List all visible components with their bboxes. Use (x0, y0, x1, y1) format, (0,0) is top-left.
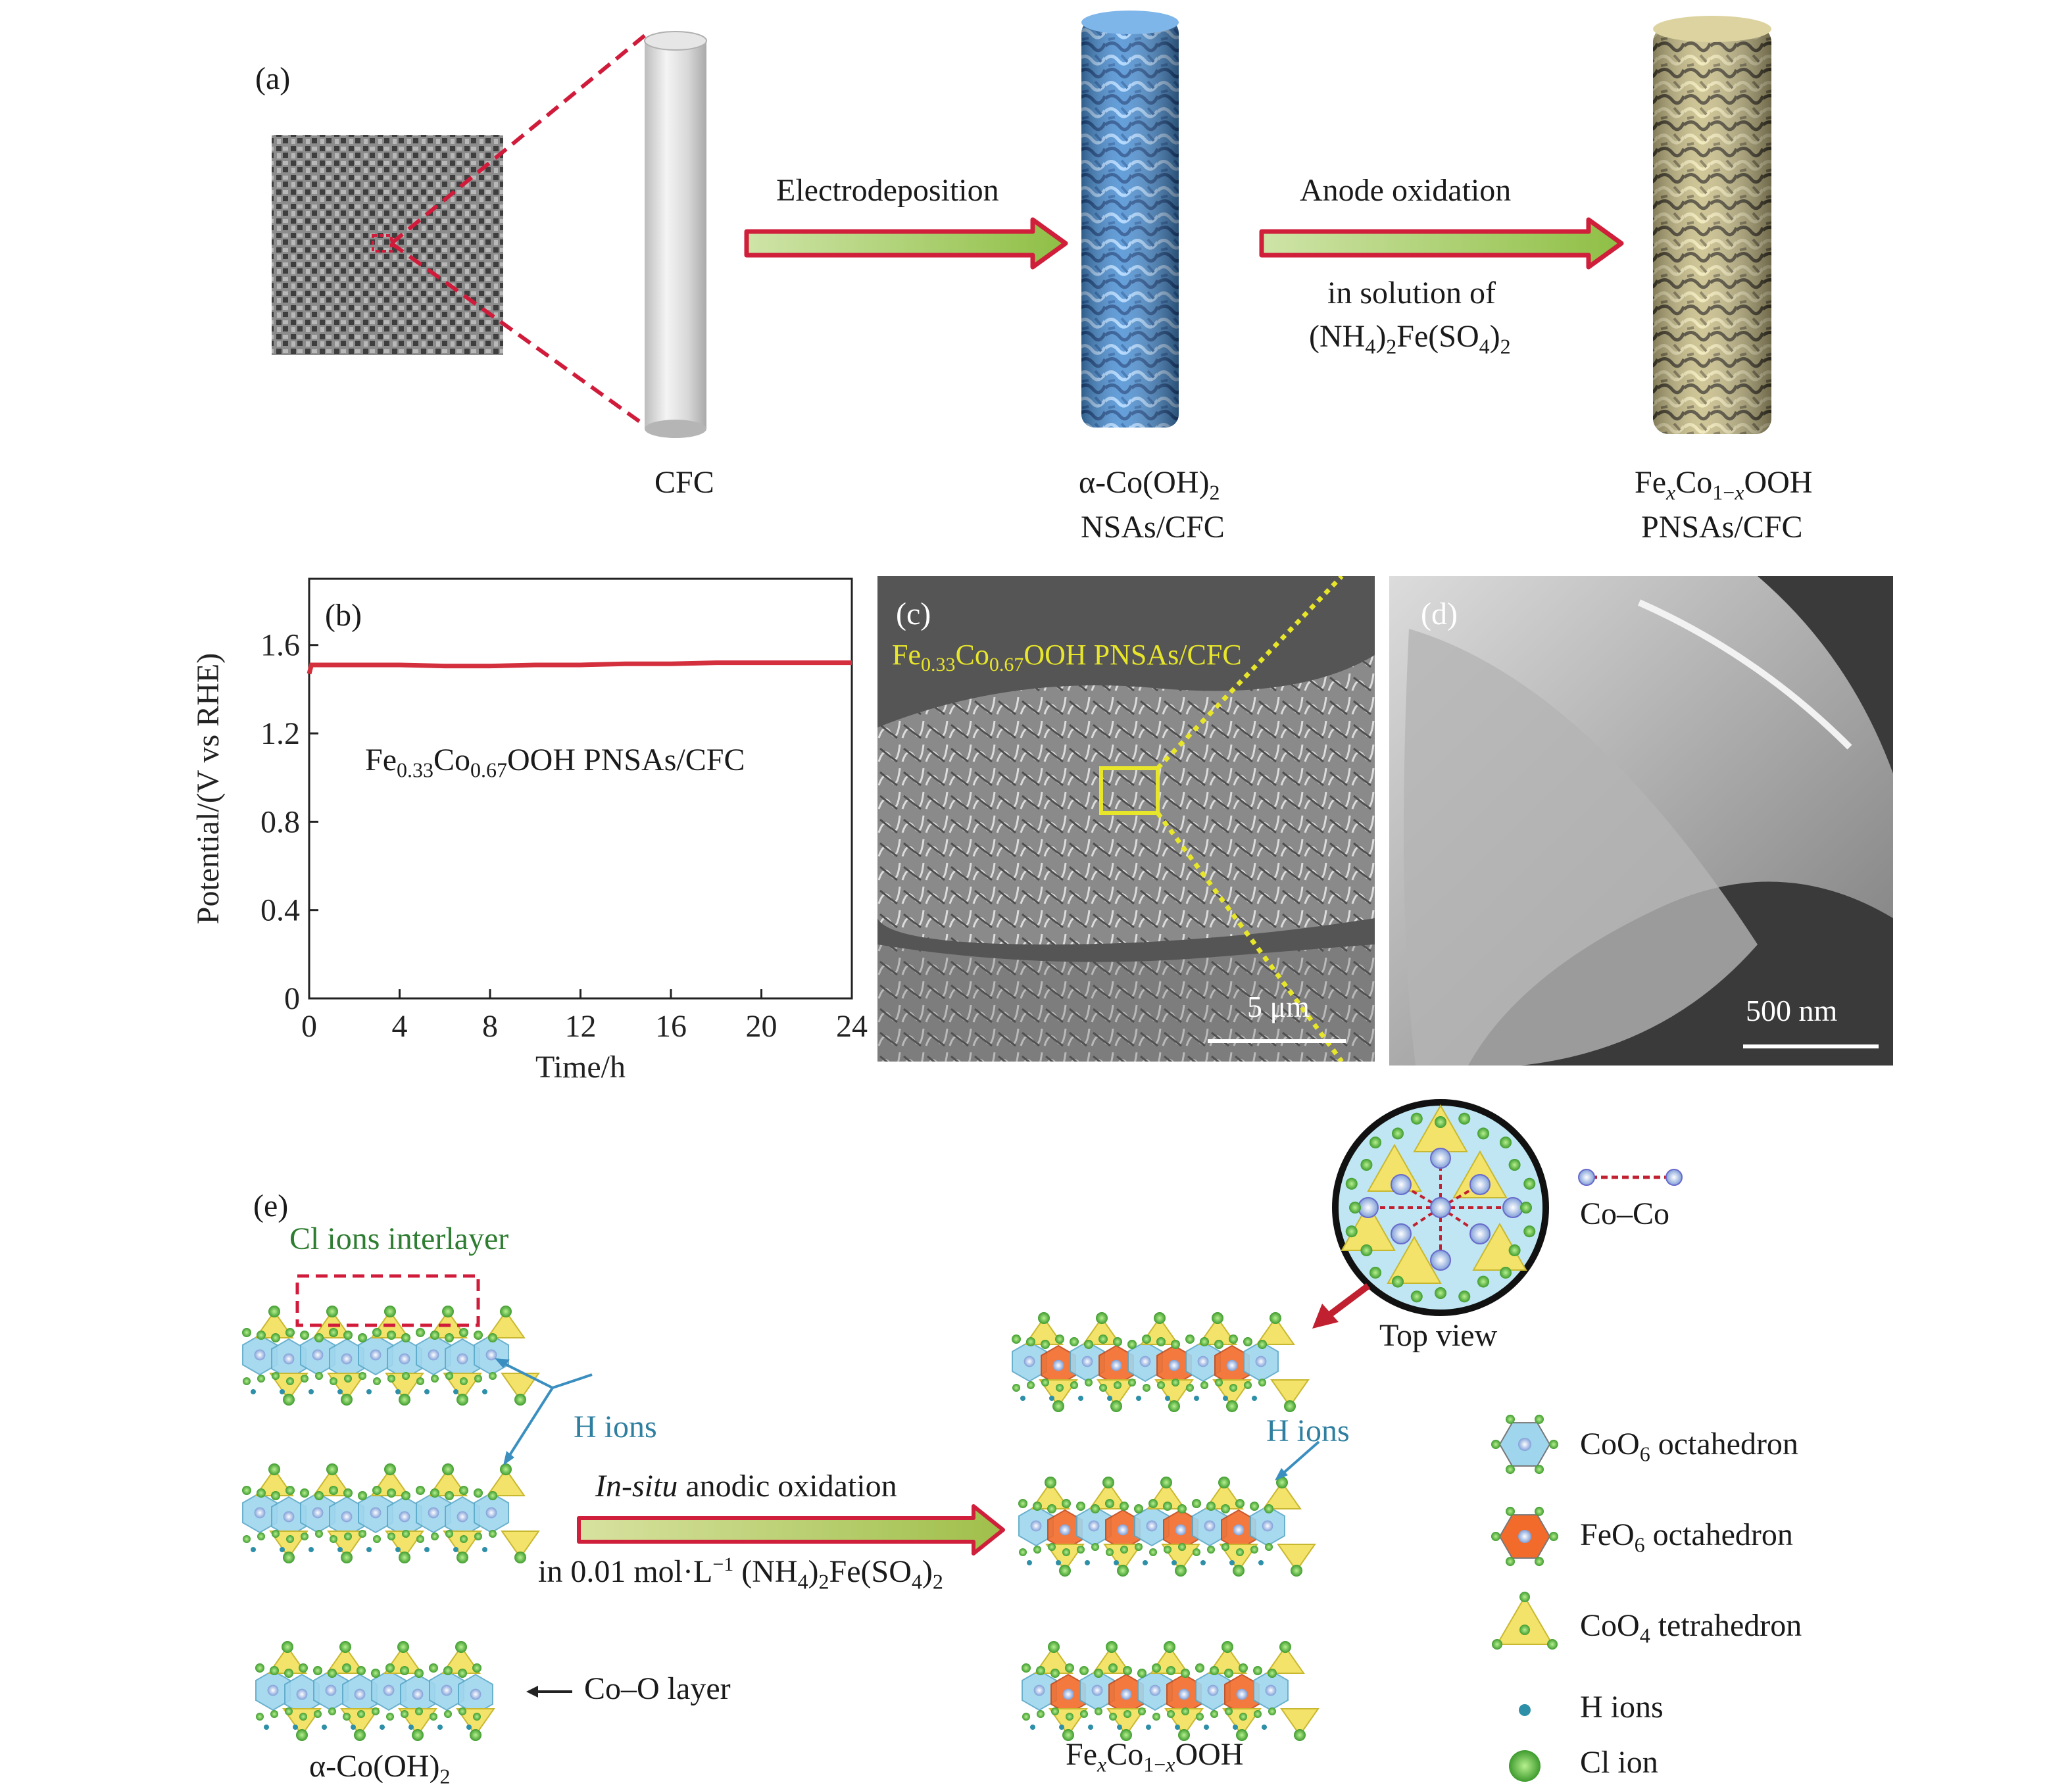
fexco1-xooh-label: FexCo1−xOOH (1635, 465, 1813, 504)
arrow-anode-oxidation (1259, 217, 1624, 270)
anode-oxidation-label: Anode oxidation (1300, 173, 1512, 208)
cl-interlayer-label: Cl ions interlayer (289, 1221, 509, 1256)
sem-image-d: (d) 500 nm (1389, 576, 1893, 1066)
alpha-cooh2-label: α-Co(OH)2 (1079, 465, 1220, 504)
nsa-cylinder (1081, 11, 1179, 428)
x-tick-label: 20 (746, 1009, 777, 1044)
h-ions-right-label: H ions (1266, 1413, 1350, 1448)
legend-icon (1519, 1704, 1531, 1716)
x-tick-label: 16 (655, 1009, 687, 1044)
legend-h-ions-label: H ions (1580, 1690, 1664, 1725)
top-view-circle (1332, 1099, 1549, 1316)
panel-c-letter: (c) (896, 597, 931, 631)
h-ions-left-label: H ions (574, 1409, 657, 1444)
panel-a-diagram (272, 11, 1771, 438)
panel-e-letter: (e) (253, 1189, 289, 1223)
legend-feo6-label: FeO6 octahedron (1580, 1517, 1793, 1557)
scale-bar-d-label: 500 nm (1746, 994, 1838, 1027)
panel-d-letter: (d) (1421, 597, 1458, 631)
x-tick-label: 8 (482, 1009, 498, 1044)
pnsas-cfc-label: PNSAs/CFC (1641, 510, 1803, 545)
cfc-cylinder (644, 31, 707, 438)
ammonium-iron-sulfate-label: (NH4)2Fe(SO4)2 (1309, 319, 1511, 358)
x-tick-label: 12 (565, 1009, 597, 1044)
chart-annotation: Fe0.33Co0.67OOH PNSAs/CFC (365, 743, 745, 782)
condition-label: in 0.01 mol·L−1 (NH4)2Fe(SO4)2 (538, 1554, 943, 1594)
panel-b-letter: (b) (325, 598, 362, 633)
carbon-cloth-image (272, 135, 503, 355)
series-line (307, 660, 852, 675)
nsas-cfc-label: NSAs/CFC (1081, 510, 1225, 545)
crystal-structure-diagram (242, 1099, 1683, 1782)
cfc-label: CFC (654, 465, 714, 500)
y-tick-label: 0 (284, 981, 300, 1016)
x-tick-label: 24 (836, 1009, 868, 1044)
y-tick-label: 0.8 (260, 804, 300, 839)
x-tick-label: 0 (301, 1009, 317, 1044)
legend-coo4-label: CoO4 tetrahedron (1580, 1608, 1802, 1648)
legend-icon (1496, 1596, 1554, 1645)
x-tick-label: 4 (392, 1009, 408, 1044)
sem-image-c: (c) Fe0.33Co0.67OOH PNSAs/CFC 5 μm (877, 576, 1375, 1062)
legend-icon (1509, 1750, 1541, 1782)
arrow-electrodeposition (744, 217, 1068, 270)
panel-a-letter: (a) (255, 61, 291, 96)
panel-c-caption: Fe0.33Co0.67OOH PNSAs/CFC (892, 639, 1242, 675)
scale-bar-c-label: 5 μm (1247, 990, 1310, 1023)
co-co-label: Co–Co (1580, 1196, 1670, 1231)
y-tick-label: 1.2 (260, 716, 300, 751)
co-o-layer-label: Co–O layer (584, 1671, 731, 1706)
solution-of-label: in solution of (1327, 276, 1496, 310)
alpha-cooh2-bottom-label: α-Co(OH)2 (309, 1749, 451, 1788)
fexco1-xooh-bottom-label: FexCo1−xOOH (1066, 1737, 1244, 1777)
legend-coo6-label: CoO6 octahedron (1580, 1427, 1798, 1466)
plot-frame (308, 577, 853, 1000)
pnsa-cylinder (1653, 16, 1771, 434)
electrodeposition-label: Electrodeposition (776, 173, 999, 208)
top-view-label: Top view (1379, 1318, 1498, 1353)
legend-cl-ion-label: Cl ion (1580, 1745, 1658, 1780)
y-axis-label: Potential/(V vs RHE) (191, 653, 226, 924)
in-situ-label: In-situ anodic oxidation (595, 1469, 897, 1504)
x-axis-label: Time/h (535, 1050, 626, 1085)
y-tick-label: 1.6 (260, 628, 300, 663)
y-tick-label: 0.4 (260, 893, 300, 928)
arrow-anodic-oxidation (577, 1504, 1005, 1556)
